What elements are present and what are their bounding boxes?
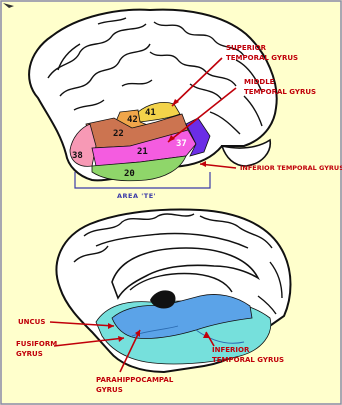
middle-label-1: MIDDLE	[244, 78, 275, 86]
inferior-label: INFERIOR TEMPORAL GYRUS	[240, 164, 342, 172]
uncus-label: UNCUS	[18, 318, 45, 326]
fusiform-label-2: GYRUS	[16, 350, 43, 358]
superior-label-2: TEMPORAL GYRUS	[226, 54, 298, 62]
area-42-label: 42	[127, 115, 138, 125]
medial-view: UNCUS FUSIFORM GYRUS INFERIOR TEMPORAL G…	[16, 210, 291, 394]
area-22-label: 22	[113, 129, 124, 139]
area-20-label: 20	[124, 169, 135, 179]
lateral-view: 41 42 22 38 21 37 20 AREA 'TE' SUPERIOR …	[29, 10, 342, 200]
area-41-label: 41	[145, 108, 156, 118]
fusiform-label-1: FUSIFORM	[16, 340, 57, 348]
superior-label-1: SUPERIOR	[226, 44, 267, 52]
middle-label-2: TEMPORAL GYRUS	[244, 88, 316, 96]
parahippocampal-label-2: GYRUS	[96, 386, 123, 394]
area-21-label: 21	[137, 147, 148, 157]
area-te-label: AREA 'TE'	[117, 192, 156, 200]
area-37-label: 37	[176, 139, 187, 149]
inferior-medial-label-2: TEMPORAL GYRUS	[212, 356, 284, 364]
parahippocampal-label-1: PARAHIPPOCAMPAL	[96, 376, 174, 384]
corner-mark	[3, 3, 14, 8]
inferior-medial-label-1: INFERIOR	[212, 346, 250, 354]
area-38-label: 38	[72, 151, 83, 161]
